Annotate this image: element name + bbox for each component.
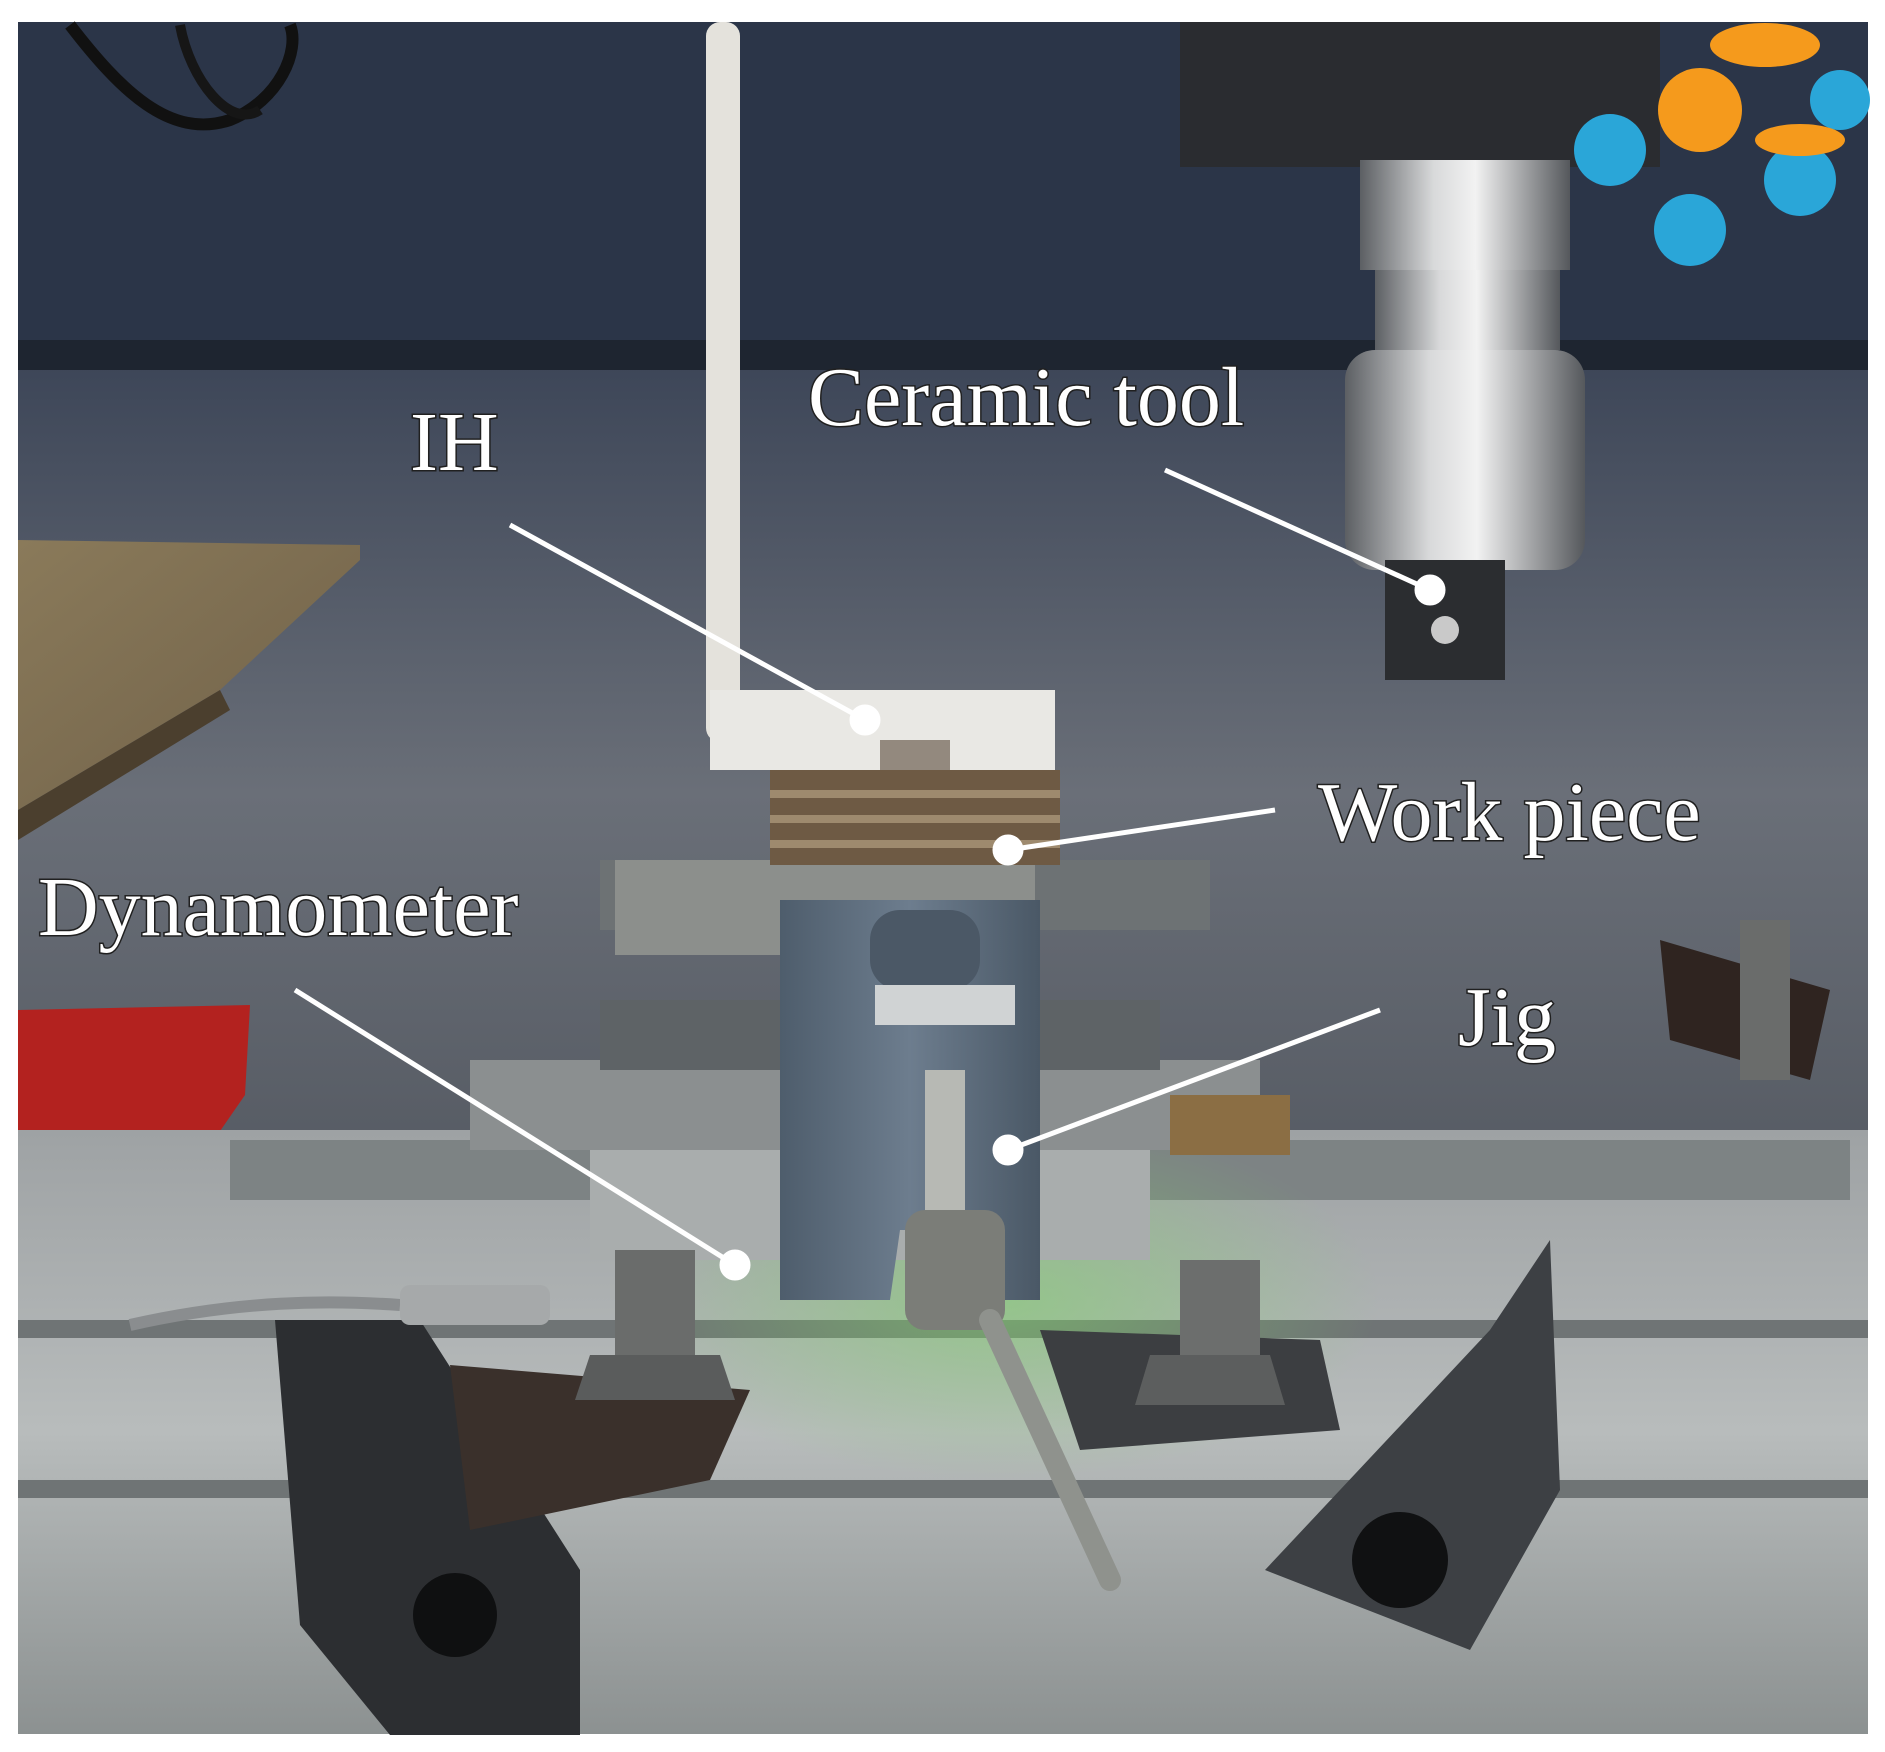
leader-work-piece (1007, 807, 1276, 853)
work-piece-layer (770, 790, 1060, 798)
step-block-right-hole (1352, 1512, 1448, 1608)
vise-handle-bar (979, 1309, 1121, 1591)
leader-ceramic-tool-dot (1414, 574, 1446, 606)
label-ceramic-tool: Ceramic tool (808, 351, 1244, 444)
coolant-nozzles (1574, 23, 1870, 266)
sensor-connector (400, 1285, 550, 1325)
tool-holder (1345, 350, 1585, 570)
leader-ceramic-tool (1163, 467, 1432, 593)
leader-jig-dot (992, 1134, 1024, 1166)
leader-ih (508, 522, 867, 723)
stud-left (615, 1250, 695, 1365)
cable-loop-2 (175, 24, 263, 120)
leader-ih-dot (849, 704, 881, 736)
leader-jig (1007, 1007, 1381, 1153)
label-dynamometer: Dynamometer (38, 861, 519, 954)
work-piece-layer (770, 815, 1060, 823)
brass-plate (1170, 1095, 1290, 1155)
vise-handle-hub (905, 1210, 1005, 1330)
leader-work-piece-dot (992, 834, 1024, 866)
leader-dynamometer (293, 987, 737, 1268)
wooden-board (18, 540, 360, 810)
stud-right (1180, 1260, 1260, 1360)
induction-heater-cable (706, 22, 740, 742)
label-work-piece: Work piece (1318, 766, 1701, 859)
wooden-board-edge (18, 690, 230, 840)
work-piece-layer (770, 840, 1060, 848)
clamp-strap-left (450, 1365, 750, 1530)
spindle-collar (1360, 160, 1570, 270)
step-block-left-hole (413, 1573, 497, 1657)
sensor-cable (128, 1296, 401, 1331)
leader-dynamometer-dot (719, 1249, 751, 1281)
label-jig: Jig (1458, 971, 1556, 1064)
jig-boss (870, 910, 980, 990)
step-block-left (275, 1320, 580, 1735)
leader-lines (293, 467, 1446, 1281)
coil-scorch (880, 740, 950, 770)
jig-jaw (875, 985, 1015, 1025)
cable-loop (65, 21, 299, 131)
tool-insert (1431, 616, 1459, 644)
stud-far-right (1740, 920, 1790, 1080)
nut-right (1135, 1355, 1285, 1405)
step-block-right (1265, 1240, 1560, 1650)
nut-left (575, 1355, 735, 1400)
spindle-nose (1375, 270, 1560, 350)
label-ih: IH (410, 396, 499, 489)
